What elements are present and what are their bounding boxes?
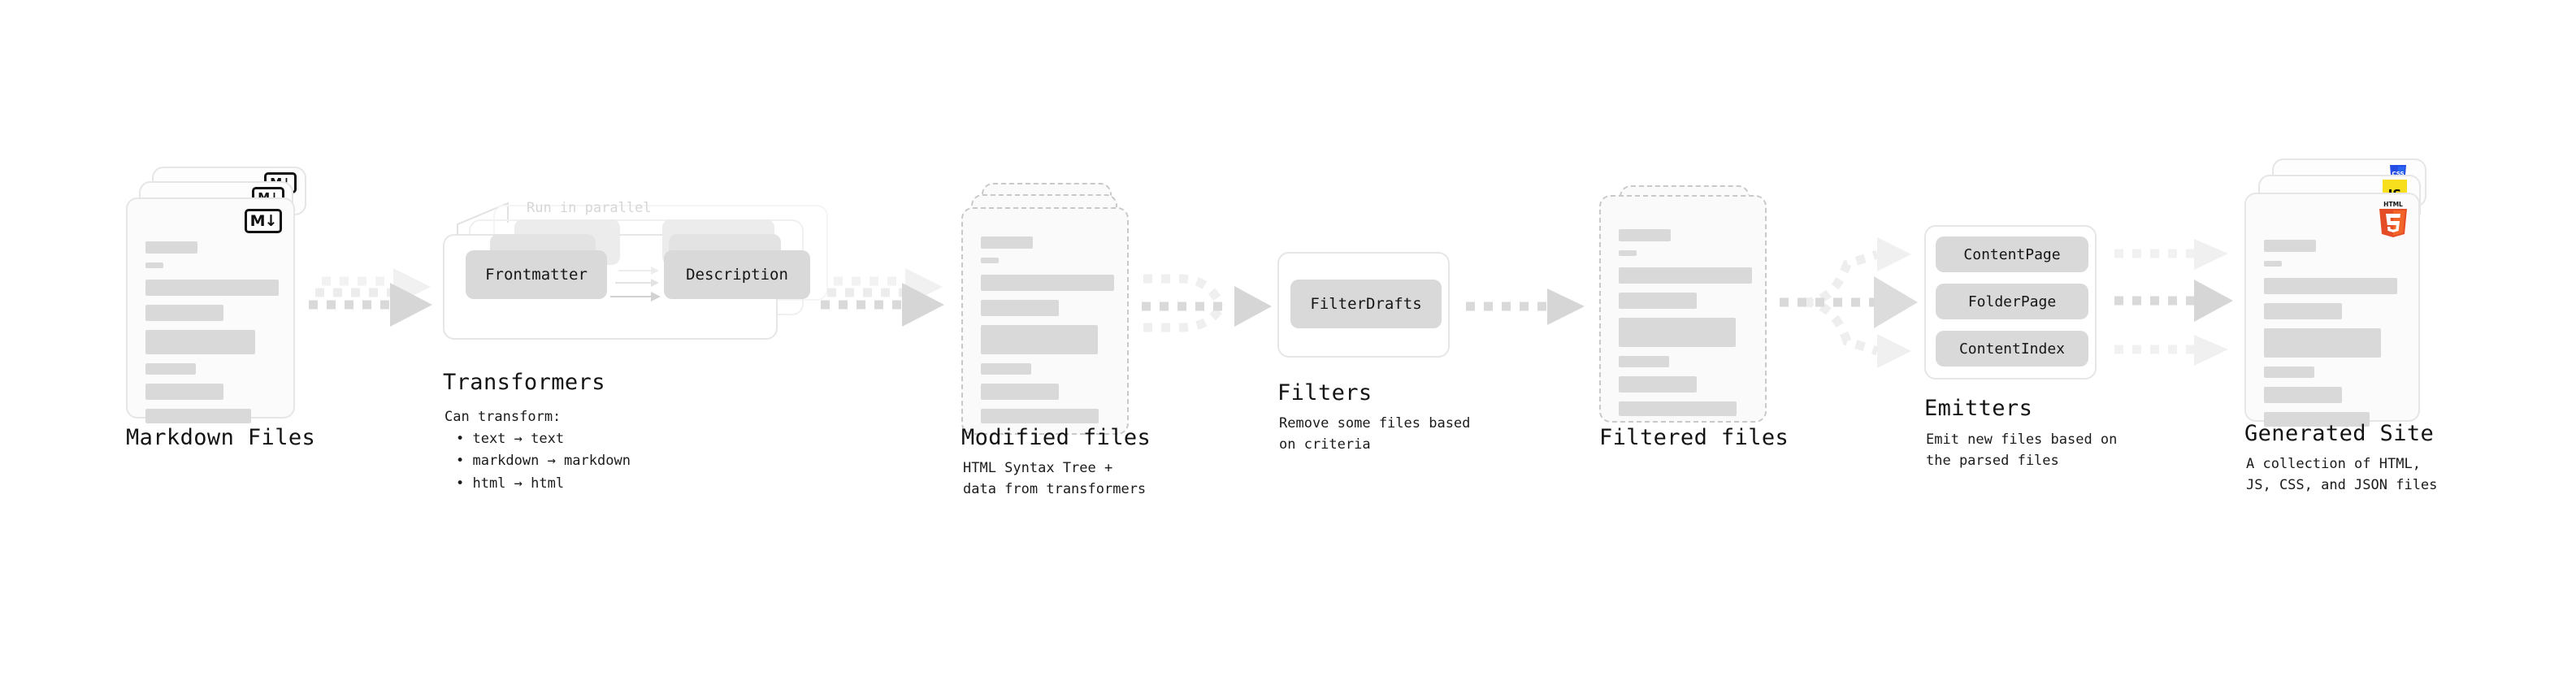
placeholder-bar bbox=[145, 241, 197, 254]
site-card-stack: CSS JS HTML bbox=[2244, 158, 2439, 427]
filters-panel: FilterDrafts bbox=[1277, 252, 1450, 358]
html5-icon: HTML bbox=[2379, 201, 2407, 237]
stage-subtitle-generated-site: A collection of HTML, JS, CSS, and JSON … bbox=[2246, 456, 2438, 494]
arrow-modified-to-filters bbox=[1132, 244, 1278, 374]
placeholder-bar bbox=[981, 363, 1031, 375]
stage-title-transformers: Transformers bbox=[443, 370, 605, 395]
arrow-icon bbox=[309, 268, 432, 327]
transformers-bullets-lead: Can transform: bbox=[445, 409, 562, 425]
svg-text:CSS: CSS bbox=[2392, 171, 2404, 177]
stage-subtitle-modified-files: HTML Syntax Tree + data from transformer… bbox=[963, 460, 1147, 498]
markdown-card-body bbox=[145, 241, 279, 432]
placeholder-bar bbox=[1619, 318, 1736, 347]
site-card-front: HTML bbox=[2244, 193, 2420, 427]
placeholder-bar bbox=[2264, 412, 2370, 427]
stage-title-filtered-files: Filtered files bbox=[1599, 425, 1789, 450]
arrow-converge-icon bbox=[1142, 274, 1272, 332]
arrow-triple-icon bbox=[2114, 239, 2233, 366]
placeholder-bar bbox=[145, 384, 223, 400]
stage-title-filters: Filters bbox=[1277, 380, 1373, 406]
site-card-body bbox=[2264, 240, 2400, 436]
placeholder-bar bbox=[2264, 278, 2397, 294]
filtered-card-body bbox=[1619, 229, 1752, 425]
placeholder-bar bbox=[145, 262, 163, 268]
transformers-bullet-2: • html → html bbox=[456, 475, 565, 492]
placeholder-bar bbox=[145, 363, 196, 375]
arrow-transformers-to-modified bbox=[821, 268, 951, 349]
transformers-bullet-0: • text → text bbox=[456, 431, 565, 448]
filtered-card-stack bbox=[1599, 185, 1786, 445]
arrow-filtered-to-emitters bbox=[1770, 228, 1924, 382]
placeholder-bar bbox=[2264, 387, 2342, 403]
transformers-bullet-list: Can transform: • text → text • markdown … bbox=[445, 406, 631, 495]
emitter-pill-contentindex[interactable]: ContentIndex bbox=[1936, 331, 2088, 367]
arrow-emitters-to-site bbox=[2110, 236, 2256, 390]
placeholder-bar bbox=[145, 330, 255, 354]
stage-modified-files bbox=[961, 183, 1148, 443]
transformer-pill-frontmatter[interactable]: Frontmatter bbox=[466, 250, 607, 299]
placeholder-bar bbox=[1619, 293, 1697, 309]
placeholder-bar bbox=[145, 409, 251, 423]
filter-pill-filterdrafts[interactable]: FilterDrafts bbox=[1290, 280, 1442, 328]
stage-subtitle-filters: Remove some files based on criteria bbox=[1279, 415, 1471, 453]
transformer-connector-arrows bbox=[610, 267, 661, 301]
arrow-icon bbox=[821, 268, 944, 327]
transformers-bullet-1: • markdown → markdown bbox=[456, 453, 631, 470]
markdown-card-stack: M↓ M↓ M↓ bbox=[126, 167, 313, 427]
arrow-fanout-icon bbox=[1780, 237, 1918, 368]
transformer-pill-description[interactable]: Description bbox=[664, 250, 810, 299]
arrow-icon bbox=[1466, 288, 1585, 325]
placeholder-bar bbox=[145, 305, 223, 321]
run-in-parallel-label: Run in parallel bbox=[527, 200, 652, 216]
placeholder-bar bbox=[981, 300, 1059, 316]
arrow-markdown-to-transformers bbox=[309, 268, 439, 349]
stage-generated-site: CSS JS HTML bbox=[2244, 158, 2439, 427]
placeholder-bar bbox=[1619, 356, 1669, 367]
placeholder-bar bbox=[1619, 376, 1697, 393]
placeholder-bar bbox=[145, 280, 279, 296]
markdown-card-front: M↓ bbox=[126, 197, 295, 423]
stage-filtered-files bbox=[1599, 185, 1786, 445]
modified-card-front bbox=[961, 207, 1129, 435]
modified-card-stack bbox=[961, 183, 1148, 443]
placeholder-bar bbox=[981, 384, 1059, 400]
placeholder-bar bbox=[2264, 303, 2342, 319]
placeholder-bar bbox=[2264, 261, 2282, 267]
arrow-filters-to-filtered bbox=[1463, 288, 1593, 337]
stage-title-generated-site: Generated Site bbox=[2244, 421, 2435, 446]
placeholder-bar bbox=[2264, 240, 2316, 252]
stage-title-modified-files: Modified files bbox=[961, 425, 1151, 450]
placeholder-bar bbox=[1619, 229, 1671, 241]
placeholder-bar bbox=[981, 236, 1033, 249]
emitters-panel: ContentPage FolderPage ContentIndex bbox=[1924, 225, 2097, 380]
stage-markdown-files: M↓ M↓ M↓ bbox=[126, 167, 313, 427]
markdown-badge-front: M↓ bbox=[245, 209, 282, 233]
stage-subtitle-emitters: Emit new files based on the parsed files bbox=[1926, 432, 2118, 470]
modified-card-body bbox=[981, 236, 1114, 432]
filtered-card-front bbox=[1599, 195, 1767, 423]
placeholder-bar bbox=[1619, 401, 1737, 416]
placeholder-bar bbox=[981, 409, 1099, 423]
stage-title-markdown-files: Markdown Files bbox=[126, 425, 316, 450]
placeholder-bar bbox=[2264, 367, 2314, 378]
stage-title-emitters: Emitters bbox=[1924, 396, 2033, 421]
emitter-pill-folderpage[interactable]: FolderPage bbox=[1936, 284, 2088, 319]
placeholder-bar bbox=[981, 258, 999, 263]
placeholder-bar bbox=[1619, 250, 1637, 256]
emitter-pill-contentpage[interactable]: ContentPage bbox=[1936, 236, 2088, 272]
placeholder-bar bbox=[2264, 328, 2381, 358]
svg-text:HTML: HTML bbox=[2383, 201, 2403, 208]
placeholder-bar bbox=[981, 275, 1114, 291]
placeholder-bar bbox=[1619, 267, 1752, 284]
placeholder-bar bbox=[981, 325, 1098, 354]
